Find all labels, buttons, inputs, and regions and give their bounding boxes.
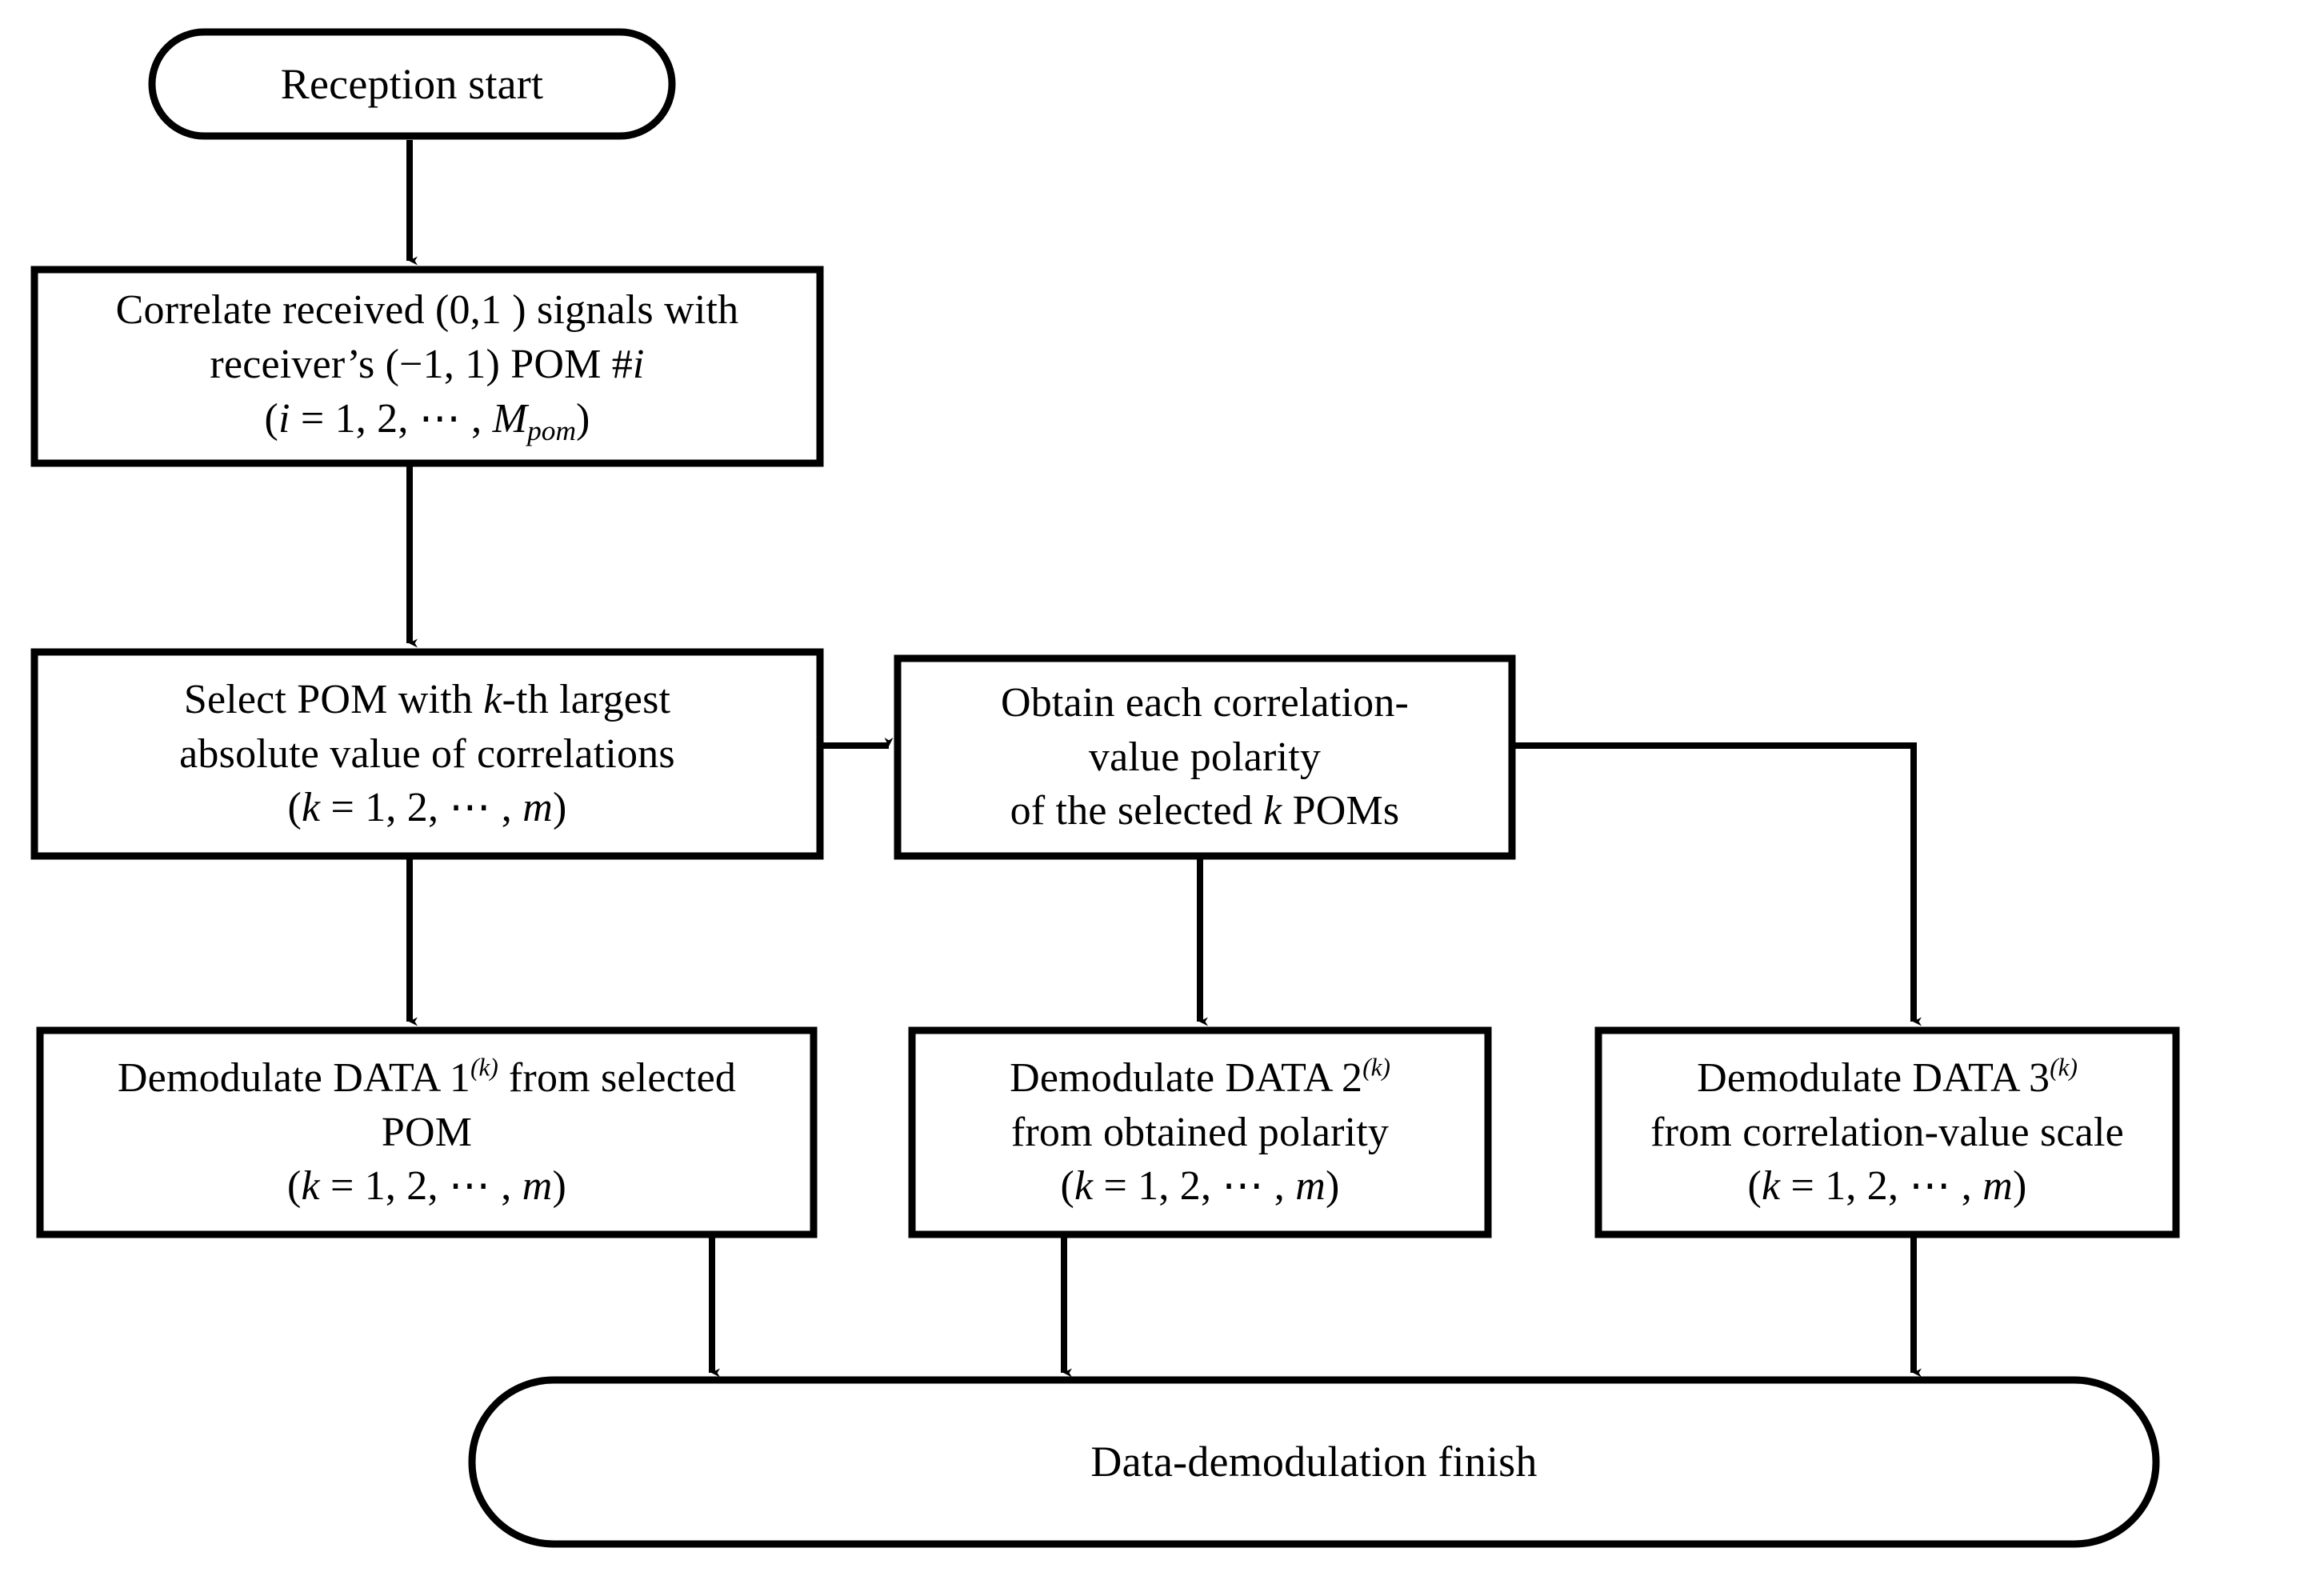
demod2-line-1: Demodulate DATA 2(k) [1010, 1051, 1390, 1106]
correlate-line-1: Correlate received (0,1 ) signals with [115, 287, 739, 334]
demod3-line-3-open: ( [1747, 1163, 1762, 1210]
correlate-box-shape [30, 266, 824, 467]
start-terminator[interactable]: Reception start [152, 32, 672, 136]
demod2-box-shape [908, 1026, 1492, 1238]
demod1-line-3-close: ) [552, 1163, 567, 1210]
correlate-line-3-close: ) [576, 395, 590, 442]
demod2-line-3: (k = 1, 2, ⋯ , m) [1060, 1159, 1339, 1214]
correlate-line-3-mid: = 1, 2, ⋯ , [290, 395, 493, 442]
select-pom-box-shape [30, 648, 824, 860]
demod3-box-shape [1594, 1026, 2180, 1238]
correlate-line-3-open: ( [264, 395, 278, 442]
demod2-line-3-mid: = 1, 2, ⋯ , [1093, 1163, 1296, 1210]
select-pom-line-1-var: k [483, 677, 502, 723]
obtain-polarity-line-3-pre: of the selected [1010, 788, 1264, 834]
demod3-line-3: (k = 1, 2, ⋯ , m) [1747, 1159, 2026, 1214]
obtain-polarity-line-3-post: POMs [1282, 788, 1400, 834]
demod2-line-3-open: ( [1060, 1163, 1074, 1210]
demod1-line-1: Demodulate DATA 1(k) from selected [118, 1051, 736, 1106]
obtain-polarity-box-shape [894, 654, 1516, 860]
select-pom-line-3-open: ( [287, 785, 302, 831]
select-pom-line-1-pre: Select POM with [183, 677, 484, 723]
demod3-line-1: Demodulate DATA 3(k) [1697, 1051, 2078, 1106]
demod2-line-2: from obtained polarity [1010, 1109, 1390, 1155]
correlate-line-2: receiver’s (−1, 1) POM #i [210, 338, 644, 392]
demod1-line-3: (k = 1, 2, ⋯ , m) [287, 1159, 566, 1214]
finish-terminator[interactable]: Data-demodulation finish [472, 1380, 2156, 1544]
demod3-line-3-var2: m [1982, 1163, 2013, 1210]
start-terminator-shape [148, 28, 676, 140]
demod1-line-3-var2: m [522, 1163, 553, 1210]
correlate-line-3-var: i [278, 395, 290, 442]
demod2-line-3-var: k [1074, 1163, 1094, 1210]
start-terminator-label: Reception start [280, 59, 544, 108]
select-pom-line-3: (k = 1, 2, ⋯ , m) [287, 781, 566, 835]
select-pom-line-3-mid: = 1, 2, ⋯ , [320, 785, 523, 831]
select-pom-line-3-var2: m [522, 785, 553, 831]
demod3-line-3-close: ) [2012, 1163, 2027, 1210]
demod1-line-1-post: from selected [498, 1055, 737, 1102]
demod1-line-1-sup: (k) [470, 1053, 498, 1082]
correlate-line-3-var2: M [492, 395, 528, 442]
select-pom-box[interactable]: Select POM with k-th largest absolute va… [34, 652, 820, 856]
select-pom-line-3-close: ) [552, 785, 567, 831]
demod3-line-2: from correlation-value scale [1650, 1109, 2124, 1155]
demod1-line-2: POM [381, 1109, 473, 1155]
finish-terminator-label: Data-demodulation finish [1090, 1438, 1538, 1486]
demod2-line-3-close: ) [1325, 1163, 1340, 1210]
demod3-box[interactable]: Demodulate DATA 3(k) from correlation-va… [1598, 1030, 2176, 1234]
demod1-box-shape [36, 1026, 818, 1238]
correlate-line-3: (i = 1, 2, ⋯ , Mpom) [264, 392, 590, 450]
correlate-line-2-var: i [632, 342, 645, 388]
demod1-line-3-mid: = 1, 2, ⋯ , [319, 1163, 522, 1210]
demod3-line-3-mid: = 1, 2, ⋯ , [1780, 1163, 1983, 1210]
finish-terminator-shape [468, 1376, 2160, 1548]
demod3-line-1-pre: Demodulate DATA 3 [1697, 1055, 2050, 1102]
select-pom-line-1-post: -th largest [502, 677, 671, 723]
demod2-line-1-pre: Demodulate DATA 2 [1010, 1055, 1363, 1102]
edge-obtain-polarity-to-demod3 [1514, 742, 1922, 1026]
correlate-line-3-sub: pom [527, 414, 577, 446]
obtain-polarity-line-2: value polarity [1088, 734, 1322, 780]
demod3-line-1-sup: (k) [2050, 1053, 2078, 1082]
obtain-polarity-line-3-var: k [1263, 788, 1282, 834]
select-pom-line-1: Select POM with k-th largest [184, 673, 670, 727]
correlate-box[interactable]: Correlate received (0,1 ) signals with r… [34, 270, 820, 463]
demod1-line-1-pre: Demodulate DATA 1 [117, 1055, 471, 1102]
obtain-polarity-line-3: of the selected k POMs [1010, 784, 1400, 838]
select-pom-line-3-var: k [302, 785, 321, 831]
demod1-line-3-var: k [301, 1163, 320, 1210]
demod2-line-1-sup: (k) [1362, 1053, 1390, 1082]
demod1-box[interactable]: Demodulate DATA 1(k) from selected POM (… [40, 1030, 814, 1234]
demod2-box[interactable]: Demodulate DATA 2(k) from obtained polar… [912, 1030, 1488, 1234]
obtain-polarity-box[interactable]: Obtain each correlation- value polarity … [898, 658, 1512, 856]
obtain-polarity-line-1: Obtain each correlation- [1000, 680, 1410, 726]
demod3-line-3-var: k [1762, 1163, 1781, 1210]
demod1-line-3-open: ( [286, 1163, 302, 1210]
select-pom-line-2: absolute value of correlations [179, 730, 675, 777]
demod2-line-3-var2: m [1295, 1163, 1326, 1210]
correlate-line-2-text: receiver’s (−1, 1) POM # [210, 342, 633, 388]
